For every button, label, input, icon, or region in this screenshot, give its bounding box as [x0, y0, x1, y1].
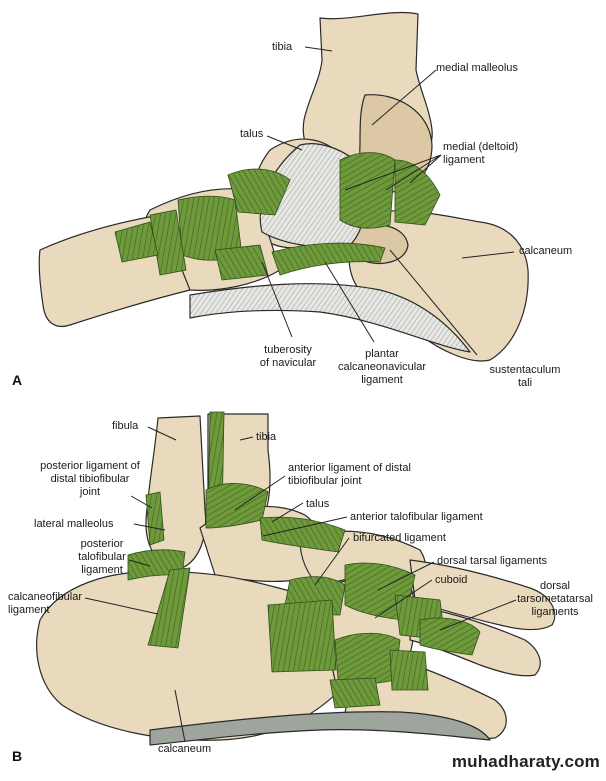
- dorsal-tarsometatarsal-band-2: [419, 617, 481, 656]
- panel-b-ligaments: [127, 411, 481, 709]
- metatarsal-ligament-band: [114, 221, 159, 263]
- label-calcaneofibular: calcaneofibular ligament: [8, 591, 82, 616]
- peroneal-tendon: [149, 711, 491, 746]
- talus-ligament-band: [227, 168, 291, 216]
- label-posterior-talofibular: posterior talofibular ligament: [78, 538, 126, 576]
- label-anterior-talofibular: anterior talofibular ligament: [350, 511, 483, 523]
- posterior-tibiofibular-band: [145, 491, 165, 546]
- panel-a-letter: A: [12, 372, 23, 388]
- panel-a-leaders: [261, 46, 515, 356]
- dorsal-tarsal-band-2: [267, 599, 337, 673]
- label-fibula: fibula: [112, 420, 139, 432]
- label-sustentaculum-tali: sustentaculum tali: [489, 364, 561, 389]
- dorsal-tarsometatarsal-band-3: [389, 649, 429, 691]
- plantar-calcaneonavicular-band: [271, 242, 386, 276]
- panel-b-leaders: [84, 426, 517, 743]
- label-calcaneum-a: calcaneum: [519, 245, 573, 257]
- lateral-cuboid-band: [329, 677, 381, 709]
- label-tibia-a: tibia: [272, 41, 293, 53]
- calcaneofibular-band: [147, 567, 191, 649]
- anterior-tibiofibular-band-2: [205, 483, 269, 529]
- panel-b-letter: B: [12, 748, 23, 764]
- label-posterior-tibiofibular: posterior ligament of distal tibiofibula…: [40, 460, 140, 498]
- label-talus-b: talus: [306, 498, 330, 510]
- label-tuberosity-navicular: tuberosity of navicular: [259, 344, 317, 369]
- label-medial-malleolus: medial malleolus: [436, 62, 518, 74]
- label-tibia-b: tibia: [256, 431, 277, 443]
- label-lateral-malleolus: lateral malleolus: [34, 518, 114, 530]
- deltoid-ligament-band-1: [339, 152, 396, 229]
- label-bifurcated: bifurcated ligament: [353, 532, 446, 544]
- label-anterior-tibiofibular: anterior ligament of distal tibiofibular…: [288, 462, 411, 487]
- panel-a-ligaments: [114, 152, 441, 281]
- fibula-bone: [145, 415, 207, 569]
- metatarsal-1-b: [409, 559, 556, 631]
- calcaneal-ligament-band: [214, 244, 269, 281]
- deltoid-ligament-band-2: [394, 159, 441, 226]
- plantar-fibers: [189, 283, 471, 353]
- label-deltoid-ligament: medial (deltoid) ligament: [443, 141, 519, 166]
- label-calcaneum-b: calcaneum: [158, 743, 212, 755]
- label-plantar-calcaneonavicular: plantar calcaneonavicular ligament: [337, 348, 427, 386]
- label-talus-a: talus: [240, 128, 264, 140]
- label-dorsal-tarsal: dorsal tarsal ligaments: [437, 555, 548, 567]
- label-cuboid: cuboid: [435, 574, 468, 586]
- watermark: muhadharaty.com: [451, 752, 600, 771]
- label-dorsal-tarsometatarsal: dorsal tarsometatarsal ligaments: [517, 580, 593, 618]
- anterior-talofibular-band: [259, 516, 346, 553]
